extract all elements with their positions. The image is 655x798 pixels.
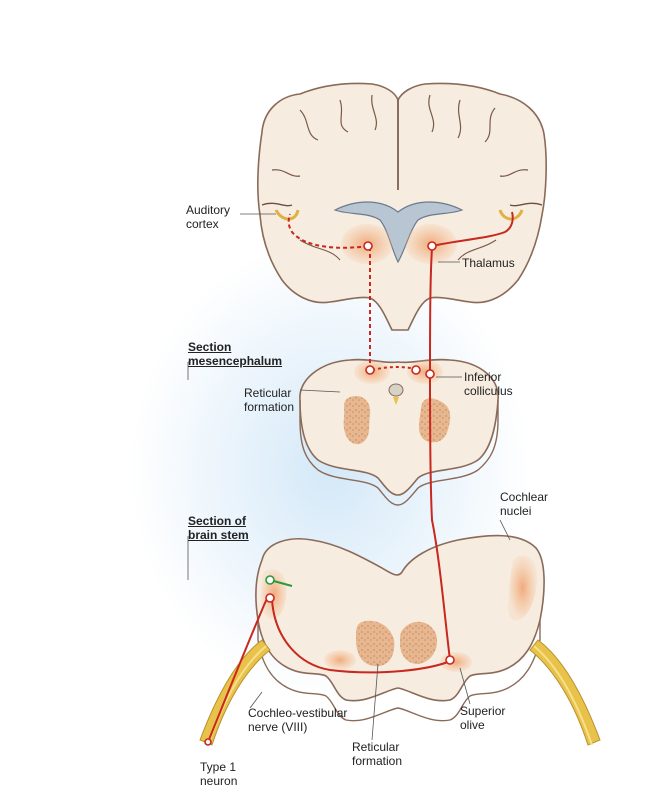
- label-section-mesencephalum-line2: mesencephalum: [188, 354, 282, 368]
- label-type1-neuron: Type 1 neuron: [200, 760, 237, 788]
- label-reticular-formation-stem-line1: Reticular: [352, 740, 402, 754]
- label-type1-neuron-line1: Type 1: [200, 760, 237, 774]
- label-reticular-formation-mid: Reticular formation: [244, 386, 294, 414]
- label-cochlear-nuclei: Cochlear nuclei: [500, 490, 548, 518]
- label-auditory-cortex-line1: Auditory: [186, 203, 230, 217]
- label-superior-olive: Superior olive: [460, 704, 505, 732]
- label-cochleo-vestibular-nerve: Cochleo-vestibular nerve (VIII): [248, 706, 347, 734]
- brain-coronal-section: [258, 83, 546, 330]
- label-section-brain-stem: Section of brain stem: [188, 514, 249, 542]
- label-cochlear-nuclei-line2: nuclei: [500, 504, 548, 518]
- label-section-mesencephalum: Section mesencephalum: [188, 340, 282, 368]
- label-section-mesencephalum-line1: Section: [188, 340, 282, 354]
- label-reticular-formation-stem: Reticular formation: [352, 740, 402, 768]
- label-inferior-colliculus-line1: Inferior: [464, 370, 513, 384]
- label-reticular-formation-mid-line1: Reticular: [244, 386, 294, 400]
- label-inferior-colliculus: Inferior colliculus: [464, 370, 513, 398]
- label-section-brain-stem-line2: brain stem: [188, 528, 249, 542]
- label-thalamus: Thalamus: [462, 256, 515, 270]
- label-section-brain-stem-line1: Section of: [188, 514, 249, 528]
- label-inferior-colliculus-line2: colliculus: [464, 384, 513, 398]
- label-auditory-cortex-line2: cortex: [186, 217, 230, 231]
- label-superior-olive-line1: Superior: [460, 704, 505, 718]
- label-cochlear-nuclei-line1: Cochlear: [500, 490, 548, 504]
- reticular-formation-mid-left: [344, 396, 371, 444]
- label-reticular-formation-mid-line2: formation: [244, 400, 294, 414]
- label-cochleo-vestibular-nerve-line2: nerve (VIII): [248, 720, 347, 734]
- label-cochleo-vestibular-nerve-line1: Cochleo-vestibular: [248, 706, 347, 720]
- label-type1-neuron-line2: neuron: [200, 774, 237, 788]
- label-superior-olive-line2: olive: [460, 718, 505, 732]
- label-auditory-cortex: Auditory cortex: [186, 203, 230, 231]
- label-reticular-formation-stem-line2: formation: [352, 754, 402, 768]
